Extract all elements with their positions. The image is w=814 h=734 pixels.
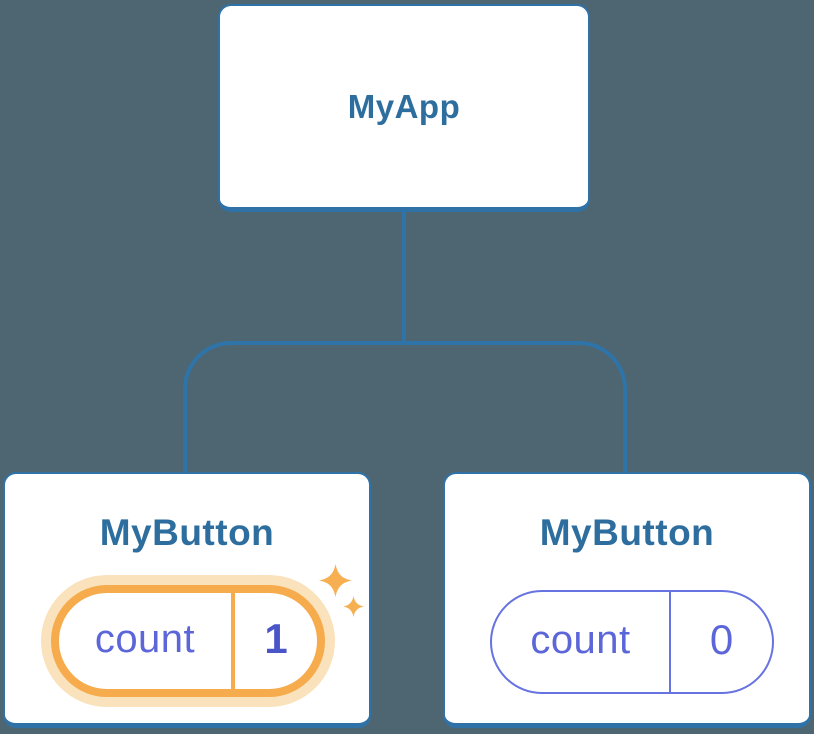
state-label: count — [94, 616, 196, 661]
connector-stem — [402, 210, 406, 343]
state-value: 1 — [264, 615, 288, 662]
state-pill-highlighted: count 1 — [51, 585, 325, 697]
pill-divider — [231, 593, 235, 689]
pill-divider — [669, 592, 671, 692]
state-value: 0 — [709, 616, 734, 663]
mybutton-left-title: MyButton — [99, 512, 275, 553]
myapp-title: MyApp — [347, 87, 461, 125]
myapp-card: MyApp — [218, 4, 590, 212]
connector-branch — [183, 341, 627, 472]
sparkle-small-icon — [343, 596, 364, 617]
mybutton-right-title: MyButton — [539, 512, 715, 553]
state-label: count — [530, 617, 631, 662]
mybutton-card-right: MyButton count 0 — [443, 472, 811, 728]
sparkle-large-icon — [319, 564, 352, 597]
state-pill-normal: count 0 — [490, 590, 774, 694]
mybutton-card-left: MyButton count 1 — [3, 472, 371, 728]
